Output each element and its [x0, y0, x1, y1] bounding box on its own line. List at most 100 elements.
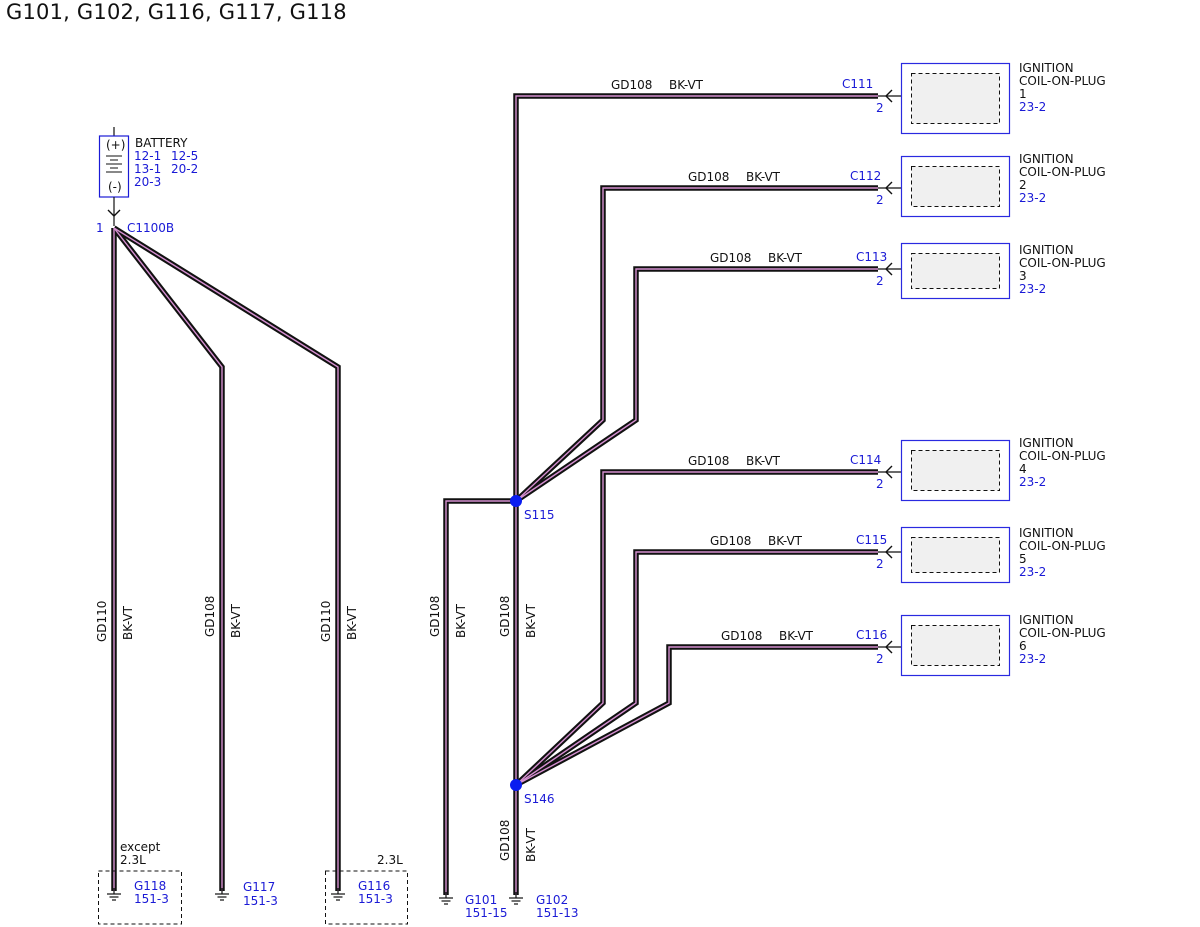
coil-name-line2: COIL-ON-PLUG: [1019, 256, 1106, 270]
coil-number: 4: [1019, 462, 1027, 476]
g118-ref: 151-3: [134, 892, 169, 906]
splices: S115 S146: [510, 495, 555, 806]
coil-name-line1: IGNITION: [1019, 436, 1074, 450]
wire-label-circuit: GD108: [710, 534, 751, 548]
coil-internal-box: [911, 537, 1000, 573]
coil-pin-label: 2: [876, 101, 884, 115]
coil-number: 1: [1019, 87, 1027, 101]
coil-connector-label: C114: [850, 453, 881, 467]
coil-internal-box: [911, 253, 1000, 289]
wire-label-color: BK-VT: [746, 454, 781, 468]
coil-terminal-arrow: [885, 545, 893, 559]
coil-pin-label: 2: [876, 652, 884, 666]
coil-terminal-arrow: [885, 181, 893, 195]
ground-symbol-g102: [508, 891, 524, 905]
ground-symbol-g118: [106, 887, 122, 901]
splice-s115-label: S115: [524, 508, 555, 522]
wire-label-circuit: GD108: [203, 596, 217, 637]
g102-name: G102: [536, 893, 568, 907]
splice-s115: [510, 495, 522, 507]
battery-ref-5: 20-3: [134, 175, 161, 189]
wire-segment-inner: [515, 551, 878, 786]
wire-segment-inner: [445, 500, 516, 895]
wire-segment-inner: [515, 268, 878, 502]
wire-segment-inner: [515, 187, 878, 502]
battery-ref-3: 13-1: [134, 162, 161, 176]
wire-labels: GD110 BK-VT GD108 BK-VT GD110 BK-VT GD10…: [95, 596, 538, 862]
g116-note: 2.3L: [377, 853, 403, 867]
coil-number: 2: [1019, 178, 1027, 192]
wire-label-color: BK-VT: [524, 603, 538, 638]
g102-ref: 151-13: [536, 906, 579, 920]
battery-minus-label: (-): [108, 180, 122, 194]
wire-segment-inner: [515, 471, 878, 786]
coil-pin-label: 2: [876, 274, 884, 288]
coil-name-line2: COIL-ON-PLUG: [1019, 449, 1106, 463]
g118-note-2: 2.3L: [120, 853, 146, 867]
coil-ref: 23-2: [1019, 565, 1046, 579]
battery-connector: C1100B: [127, 221, 174, 235]
coil-name-line1: IGNITION: [1019, 61, 1074, 75]
g116-ref: 151-3: [358, 892, 393, 906]
coil-name-line2: COIL-ON-PLUG: [1019, 165, 1106, 179]
coil-ref: 23-2: [1019, 282, 1046, 296]
ground-symbol-g116: [330, 887, 346, 901]
splice-s146-label: S146: [524, 792, 555, 806]
coil-terminal-arrow: [885, 640, 893, 654]
coil-name-line1: IGNITION: [1019, 152, 1074, 166]
coil-internal-box: [911, 166, 1000, 207]
coil-ref: 23-2: [1019, 652, 1046, 666]
wire-segment: [514, 469, 878, 788]
coil-number: 3: [1019, 269, 1027, 283]
coil-number: 5: [1019, 552, 1027, 566]
grounds: except 2.3L G118 151-3 G117 151-3 2.3L G…: [98, 840, 579, 925]
coil-ref: 23-2: [1019, 475, 1046, 489]
coil-internal-box: [911, 625, 1000, 666]
g117-name: G117: [243, 880, 275, 894]
g101-name: G101: [465, 893, 497, 907]
wire-label-color: BK-VT: [746, 170, 781, 184]
wire-label-color: BK-VT: [768, 534, 803, 548]
coil-connector-label: C112: [850, 169, 881, 183]
coil-ref: 23-2: [1019, 191, 1046, 205]
coil-name-line1: IGNITION: [1019, 613, 1074, 627]
wire-label-color: BK-VT: [454, 603, 468, 638]
wire-segment: [514, 644, 878, 788]
wire-label-circuit: GD108: [611, 78, 652, 92]
splice-s146: [510, 779, 522, 791]
g117-ref: 151-3: [243, 894, 278, 908]
coil-name-line1: IGNITION: [1019, 526, 1074, 540]
coil-internal-box: [911, 73, 1000, 124]
wire-segment: [514, 549, 878, 788]
coil-connector-label: C111: [842, 77, 873, 91]
coil-ref: 23-2: [1019, 100, 1046, 114]
coil-pin-label: 2: [876, 193, 884, 207]
ground-symbol-g117: [214, 887, 230, 901]
g116-name: G116: [358, 879, 390, 893]
wire-label-circuit: GD108: [498, 820, 512, 861]
coil-number: 6: [1019, 639, 1027, 653]
coil-terminal-arrow: [885, 89, 893, 103]
coil-connector-label: C113: [856, 250, 887, 264]
g118-note-1: except: [120, 840, 161, 854]
battery-ref-1: 12-1: [134, 149, 161, 163]
wire-segment: [513, 93, 878, 501]
diagram-title: G101, G102, G116, G117, G118: [6, 0, 347, 24]
wire-segment: [111, 226, 225, 891]
wire-label-circuit: GD110: [319, 601, 333, 642]
wire-label-circuit: GD108: [721, 629, 762, 643]
wire-label-color: BK-VT: [121, 605, 135, 640]
g101-ref: 151-15: [465, 906, 508, 920]
coil-connector-label: C115: [856, 533, 887, 547]
battery-ref-2: 12-5: [171, 149, 198, 163]
wire-label-color: BK-VT: [768, 251, 803, 265]
wire-segment-inner: [113, 227, 339, 891]
coil-name-line2: COIL-ON-PLUG: [1019, 74, 1106, 88]
